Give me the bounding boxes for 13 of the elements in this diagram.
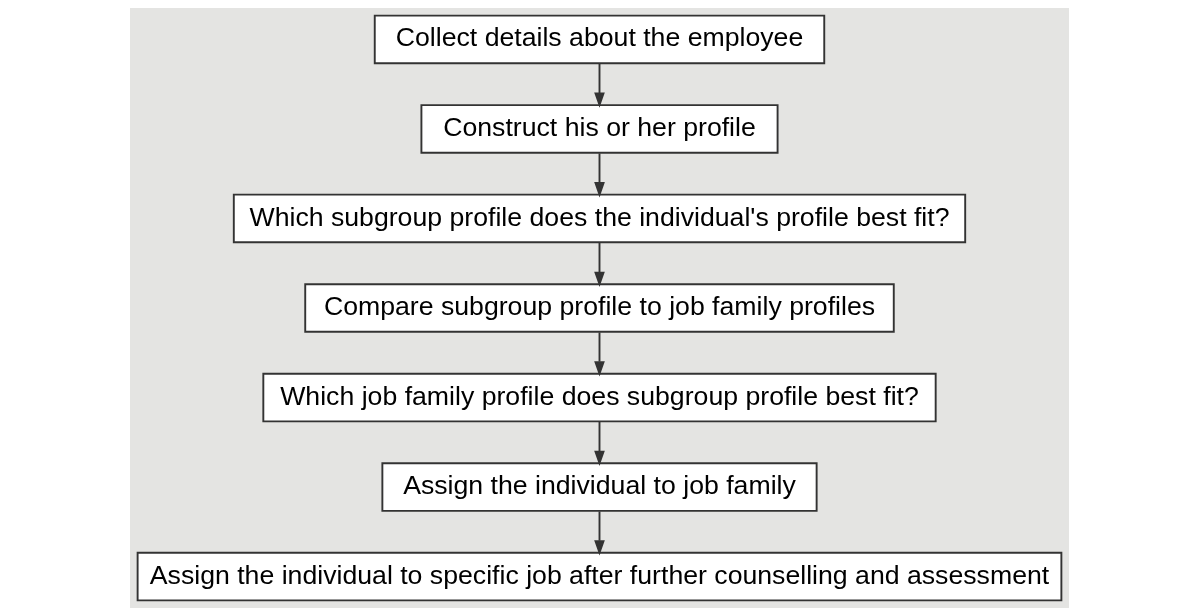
arrow bbox=[593, 421, 605, 466]
arrow bbox=[593, 152, 605, 198]
arrow bbox=[593, 510, 605, 556]
node-box: Assign the individual to specific job after further counselling and assessment bbox=[136, 551, 1062, 602]
arrow bbox=[593, 331, 605, 377]
node-box: Which subgroup profile does the individual's profile best fit? bbox=[232, 193, 966, 244]
node-box: Assign the individual to job family bbox=[380, 462, 818, 512]
node-box: Collect details about the employee bbox=[373, 14, 825, 65]
node-box: Construct his or her profile bbox=[419, 104, 779, 154]
node-box: Compare subgroup profile to job family profiles bbox=[303, 283, 895, 333]
arrow bbox=[593, 241, 605, 287]
arrow bbox=[593, 62, 605, 108]
node-box: Which job family profile does subgroup profile best fit? bbox=[261, 372, 937, 423]
